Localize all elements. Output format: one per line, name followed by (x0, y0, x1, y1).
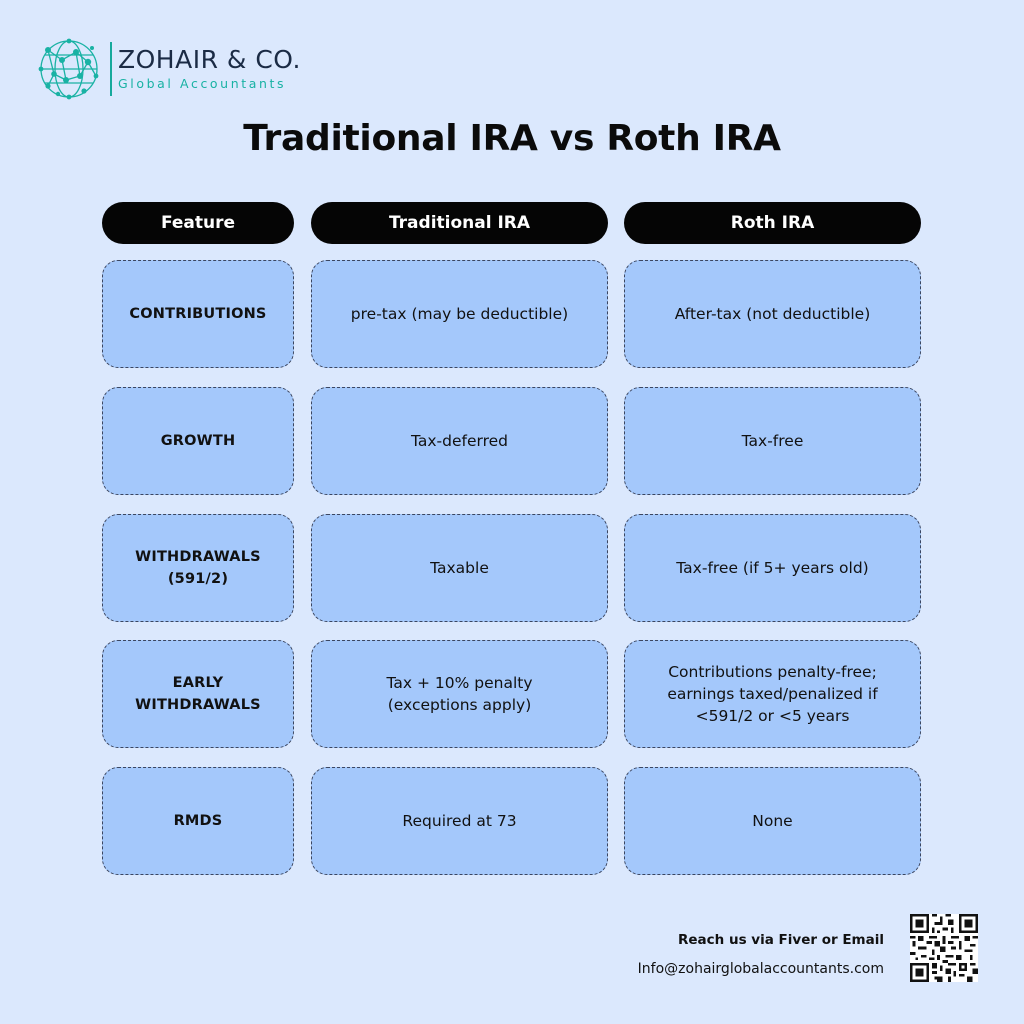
header-feature: Feature (102, 202, 294, 244)
globe-network-icon (38, 38, 99, 100)
header-traditional-ira: Traditional IRA (311, 202, 608, 244)
traditional-cell-early-withdrawals: Tax + 10% penalty (exceptions apply) (311, 640, 608, 748)
feature-cell-contributions: CONTRIBUTIONS (102, 260, 294, 368)
brand-tagline: Global Accountants (118, 76, 287, 91)
brand-logo: ZOHAIR & CO. Global Accountants (36, 36, 301, 102)
feature-cell-rmds: RMDS (102, 767, 294, 875)
contact-prompt: Reach us via Fiver or Email (677, 932, 884, 948)
feature-cell-early-withdrawals: EARLY WITHDRAWALS (102, 640, 294, 748)
traditional-cell-contributions: pre-tax (may be deductible) (311, 260, 608, 368)
roth-cell-early-withdrawals: Contributions penalty-free; earnings tax… (624, 640, 921, 748)
roth-cell-growth: Tax-free (624, 387, 921, 495)
traditional-cell-rmds: Required at 73 (311, 767, 608, 875)
traditional-cell-growth: Tax-deferred (311, 387, 608, 495)
qr-code-icon[interactable] (910, 914, 978, 982)
traditional-cell-withdrawals: Taxable (311, 514, 608, 622)
roth-cell-contributions: After-tax (not deductible) (624, 260, 921, 368)
brand-name: ZOHAIR & CO. (118, 45, 301, 74)
page-title: Traditional IRA vs Roth IRA (243, 118, 781, 159)
feature-cell-growth: GROWTH (102, 387, 294, 495)
contact-email[interactable]: Info@zohairglobalaccountants.com (637, 961, 884, 977)
roth-cell-withdrawals: Tax-free (if 5+ years old) (624, 514, 921, 622)
feature-cell-withdrawals: WITHDRAWALS (591/2) (102, 514, 294, 622)
header-roth-ira: Roth IRA (624, 202, 921, 244)
roth-cell-rmds: None (624, 767, 921, 875)
logo-divider (110, 42, 112, 96)
